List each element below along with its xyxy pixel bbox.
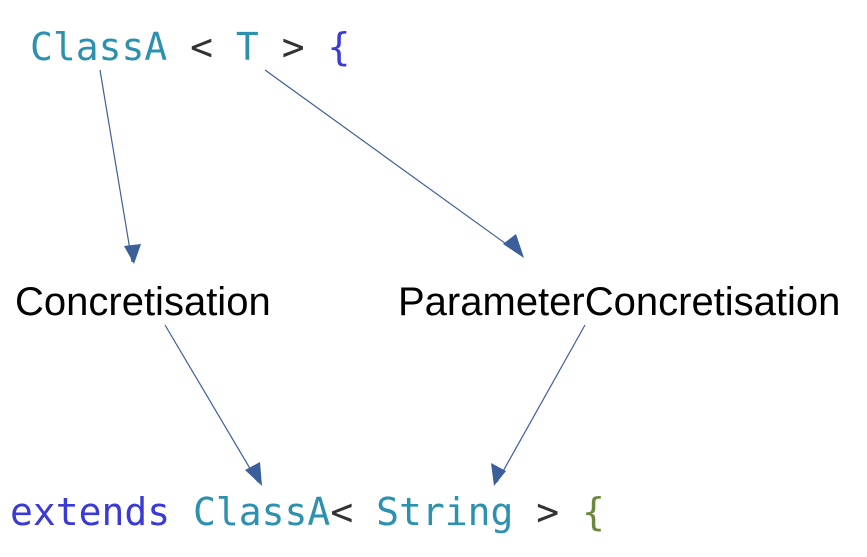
arrowhead-concretisation-to-classa [245,462,262,486]
top-open-angle: < [167,25,236,69]
arrow-parameter-concretisation-to-string [496,324,586,483]
arrow-t-to-parameter-concretisation [264,69,521,255]
top-close-angle: > [258,25,328,69]
arrowhead-classa-to-concretisation [124,244,141,264]
bottom-type-arg: String [376,490,514,534]
concretisation-label: Concretisation [15,280,271,324]
extends-keyword: extends [10,490,171,534]
top-class-name: ClassA [30,25,168,69]
top-type-param: T [235,25,259,69]
arrow-concretisation-to-classa [164,324,259,483]
bottom-class-name: ClassA [193,490,331,534]
arrowhead-parameter-concretisation-to-string [491,463,506,486]
bottom-close-angle: > [513,490,583,534]
arrowhead-t-to-parameter-concretisation [503,234,524,258]
arrow-classa-to-concretisation [99,69,133,263]
bottom-space [170,490,193,534]
parameter-concretisation-label: ParameterConcretisation [398,280,841,324]
bottom-open-angle: < [330,490,377,534]
top-code-line: ClassA < T > { [30,28,350,66]
bottom-open-brace: { [582,490,605,534]
top-open-brace: { [327,25,351,69]
bottom-code-line: extends ClassA< String > { [10,493,605,531]
